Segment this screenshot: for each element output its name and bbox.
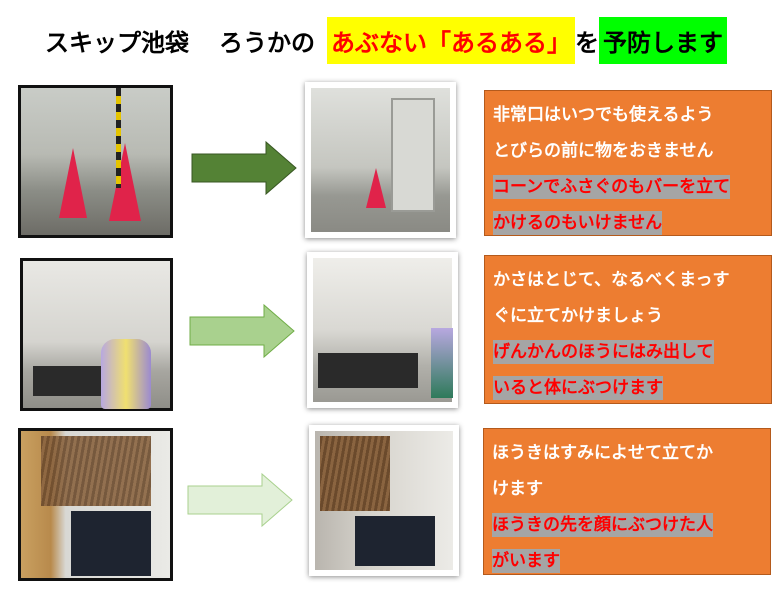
warning-line: げんかんのほうにはみ出して [493, 340, 714, 364]
warning-line: コーンでふさぐのもバーを立て [493, 175, 731, 199]
message-line: 非常口はいつでも使えるよう [493, 105, 714, 125]
brooms [320, 436, 390, 511]
title-location: スキップ池袋 [45, 28, 189, 57]
before-photo-brooms [18, 428, 173, 581]
warning-line: いると体にぶつけます [493, 376, 663, 400]
title-prevent-highlight: 予防します [599, 16, 727, 64]
arrow-right-icon [191, 140, 297, 196]
message-line: ぐに立てかけましょう [493, 306, 663, 326]
umbrella-stand [355, 516, 435, 566]
before-photo-umbrellas [20, 258, 173, 411]
title-particle: を [575, 28, 599, 57]
arrow-right-icon [187, 472, 293, 528]
before-photo-emergency-door [18, 85, 173, 238]
page-title: スキップ池袋 ろうかの あぶない「あるある」 を 予防します [45, 16, 727, 64]
message-box-umbrellas: かさはとじて、なるべくまっす ぐに立てかけましょう げんかんのほうにはみ出して … [484, 255, 772, 404]
message-line: ほうきはすみによせて立てか [492, 443, 713, 463]
message-box-emergency-door: 非常口はいつでも使えるよう とびらの前に物をおきません コーンでふさぐのもバーを… [484, 90, 772, 236]
umbrellas [101, 339, 151, 409]
warning-line: がいます [492, 549, 560, 573]
cone-icon [366, 168, 386, 208]
after-photo-umbrellas [307, 252, 458, 408]
umbrellas [431, 328, 453, 398]
cone-icon [59, 148, 87, 218]
warning-line: ほうきの先を顔にぶつけた人 [492, 513, 713, 537]
after-photo-emergency-door [305, 82, 456, 238]
warning-line: かけるのもいけません [493, 211, 663, 235]
entrance-mat [318, 353, 418, 388]
barrier-bar [116, 88, 121, 188]
after-photo-brooms [309, 425, 459, 576]
door [391, 98, 435, 212]
cone-icon [109, 143, 141, 221]
brooms [41, 436, 151, 506]
message-line: かさはとじて、なるべくまっす [493, 270, 730, 290]
message-line: とびらの前に物をおきません [493, 141, 714, 161]
arrow-right-icon [189, 303, 295, 359]
umbrella-stand [71, 511, 151, 576]
title-danger-highlight: あぶない「あるある」 [327, 16, 575, 64]
message-box-brooms: ほうきはすみによせて立てか けます ほうきの先を顔にぶつけた人 がいます [483, 428, 771, 575]
title-hallway: ろうかの [219, 28, 315, 57]
message-line: けます [492, 479, 543, 499]
